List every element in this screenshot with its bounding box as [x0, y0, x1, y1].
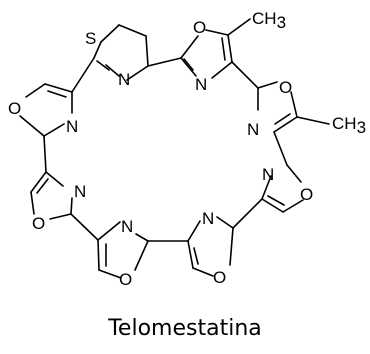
thiazoline-ring: S N	[85, 24, 149, 89]
oxazole-right-methyl: O N CH3	[231, 61, 366, 139]
oxazole-right-nitrogen-label: N	[247, 120, 259, 139]
oxazole-lower-left-oxygen-label: O	[32, 214, 45, 233]
oxazole-lower-right-oxygen-label: O	[300, 185, 313, 204]
oxazole-bottom-left: N O	[97, 217, 189, 289]
oxazole-bottom-right: N O	[187, 198, 263, 287]
oxazole-lower-right-nitrogen-label: N	[262, 165, 274, 184]
oxazole-top-nitrogen-label: N	[195, 75, 207, 94]
oxazole-right-oxygen-label: O	[279, 78, 292, 97]
thiazoline-nitrogen-label: N	[118, 70, 130, 89]
oxazole-top-methyl: O N CH3	[147, 9, 286, 94]
oxazole-bottom-right-oxygen-label: O	[213, 268, 226, 287]
telomestatin-structure: S N O N CH3 O N CH3 N O	[8, 9, 366, 289]
oxazole-left-oxygen-label: O	[8, 99, 21, 118]
oxazole-left: N O	[8, 57, 95, 173]
oxazole-lower-left: N O	[30, 171, 99, 241]
oxazole-bottom-left-oxygen-label: O	[119, 270, 132, 289]
oxazole-left-nitrogen-label: N	[66, 117, 78, 136]
oxazole-lower-right: N O	[261, 131, 313, 213]
oxazole-bottom-left-nitrogen-label: N	[121, 217, 133, 236]
oxazole-bottom-right-nitrogen-label: N	[202, 209, 214, 228]
oxazole-top-oxygen-label: O	[193, 18, 206, 37]
thiazoline-sulfur-label: S	[85, 29, 96, 48]
compound-name-caption: Telomestatina	[108, 316, 262, 341]
methyl-top-label: CH3	[252, 9, 286, 32]
oxazole-lower-left-nitrogen-label: N	[74, 182, 86, 201]
methyl-right-label: CH3	[332, 114, 366, 137]
